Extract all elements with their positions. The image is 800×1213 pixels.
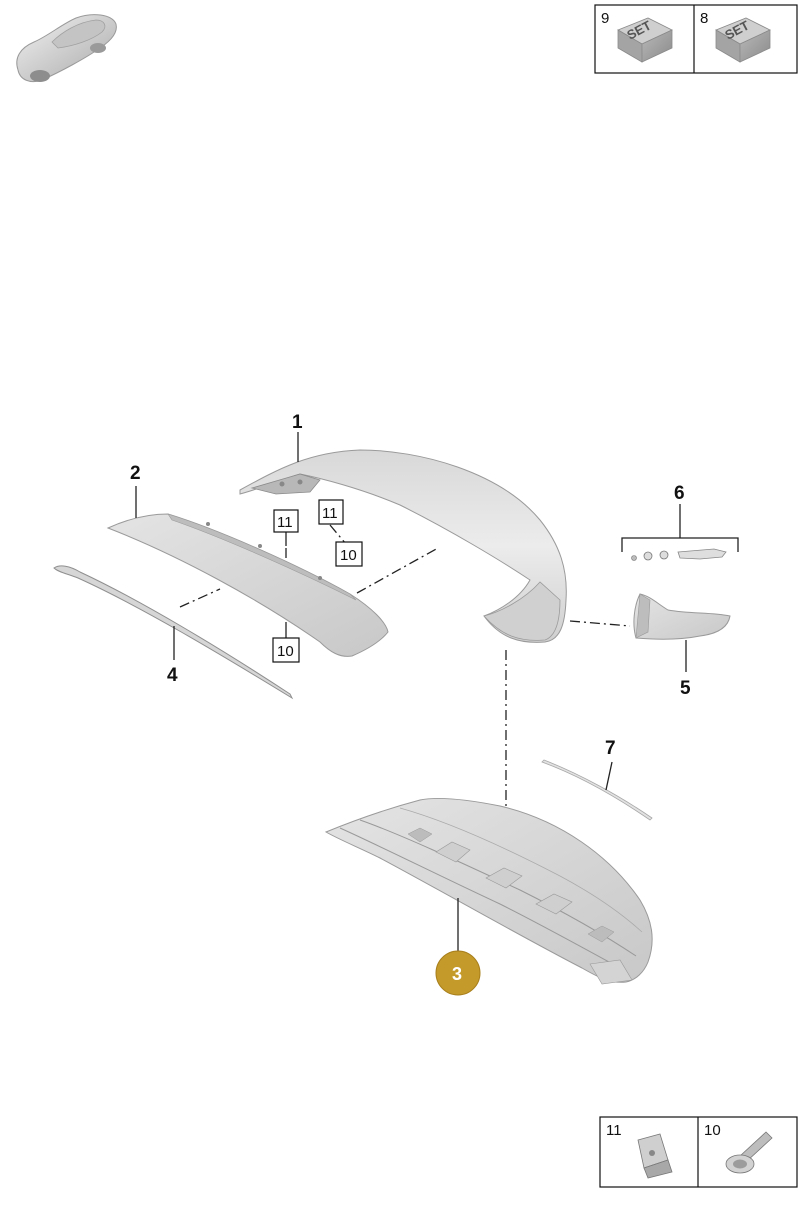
callout-7: 7 (605, 738, 616, 759)
boxed-callout-11-mid[interactable]: 11 (318, 499, 344, 525)
screw-icon (725, 1131, 773, 1174)
callout-2: 2 (130, 463, 141, 484)
part-1-spoiler[interactable] (239, 449, 567, 643)
vehicle-thumbnail-icon (16, 14, 117, 83)
tile-number: 10 (704, 1122, 721, 1139)
boxed-callout-11-left[interactable]: 11 (273, 509, 299, 533)
boxed-callout-10-mid[interactable]: 10 (335, 541, 363, 567)
part-3-spoiler-frame[interactable] (324, 797, 653, 985)
set-block-icon (617, 17, 673, 63)
callout-4: 4 (167, 665, 178, 686)
callout-6: 6 (674, 483, 685, 504)
set-kit-tile-9[interactable]: 9 SET (601, 10, 673, 63)
part-4-seal-strip[interactable] (53, 565, 294, 700)
part-7-trim-strip[interactable] (541, 759, 653, 821)
badge-circle (435, 950, 481, 996)
boxed-callout-label: 10 (340, 547, 357, 564)
badge-label: 3 (452, 964, 462, 984)
boxed-callout-10-left[interactable]: 10 (272, 637, 300, 663)
tile-number: 8 (700, 10, 708, 27)
footer-tiles: 11 10 (599, 1116, 798, 1188)
tile-number: 11 (606, 1122, 622, 1139)
set-block-icon (715, 17, 771, 63)
assembly-lines (179, 524, 631, 832)
leader-lines (135, 432, 739, 952)
clip-nut-icon (637, 1133, 673, 1179)
clip-nut-tile-11[interactable]: 11 (606, 1122, 673, 1179)
part-2-spoiler-panel[interactable] (106, 513, 389, 657)
callout-1: 1 (292, 412, 303, 433)
header-tiles: 9 SET 8 SET (594, 4, 798, 74)
screw-tile-10[interactable]: 10 (704, 1122, 773, 1174)
part-6-fittings-set[interactable] (631, 548, 727, 561)
selected-part-badge[interactable]: 3 (435, 950, 481, 996)
boxed-callout-label: 10 (277, 643, 294, 660)
callout-5: 5 (680, 678, 691, 699)
tile-number: 9 (601, 10, 609, 27)
boxed-callout-label: 11 (322, 505, 338, 522)
part-5-side-bracket[interactable] (633, 593, 731, 640)
boxed-callout-label: 11 (277, 514, 293, 531)
